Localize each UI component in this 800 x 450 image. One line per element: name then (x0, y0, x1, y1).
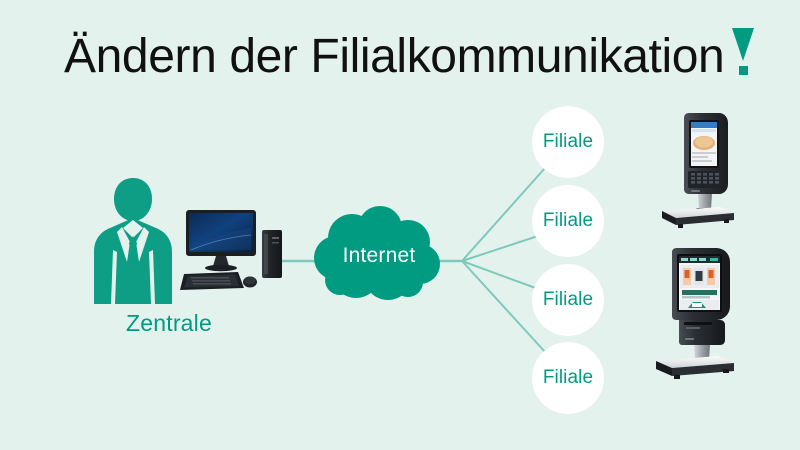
wire-hub-to-branch-2 (461, 234, 542, 262)
desktop-computer-icon (180, 210, 282, 290)
exclamation-dot (739, 66, 749, 75)
branch-node-4[interactable]: Filiale (532, 342, 604, 414)
headquarters-group: Zentrale (84, 176, 294, 336)
branch-node-3[interactable]: Filiale (532, 264, 604, 336)
businessman-silhouette-icon (94, 178, 172, 304)
retail-scale-terminal-large-icon (656, 248, 734, 379)
branch-label: Filiale (542, 289, 594, 310)
branch-node-1[interactable]: Filiale (532, 106, 604, 178)
branch-label: Filiale (542, 210, 594, 231)
branch-label: Filiale (542, 131, 594, 152)
internet-label: Internet (342, 244, 416, 267)
retail-scale-terminal-small-icon (662, 113, 734, 228)
branch-label: Filiale (542, 367, 594, 388)
exclamation-bar (732, 28, 755, 61)
branch-node-2[interactable]: Filiale (532, 185, 604, 257)
headquarters-label: Zentrale (126, 310, 212, 336)
wire-hub-to-branch-3 (461, 260, 542, 291)
page-title: Ändern der Filialkommunikation (64, 30, 725, 83)
exclamation-mark-icon (732, 28, 755, 75)
title-row: Ändern der Filialkommunikation (64, 26, 755, 83)
cloud-icon (314, 206, 440, 300)
internet-cloud-node: Internet (312, 206, 444, 306)
